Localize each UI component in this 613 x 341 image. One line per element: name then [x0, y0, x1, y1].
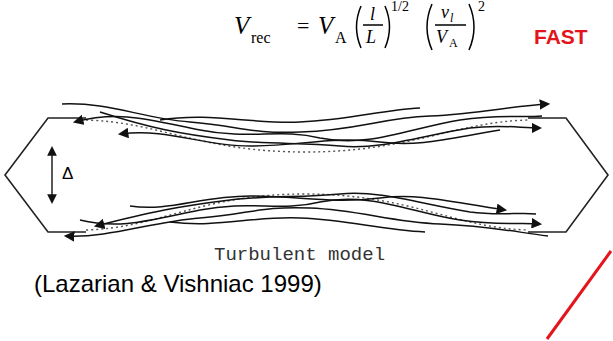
- formula-exponent: 1/2: [391, 0, 409, 14]
- field-lines-upper: [62, 104, 548, 147]
- thickness-label: Δ: [62, 165, 73, 182]
- formula-symbol: L: [366, 28, 376, 46]
- formula-symbol: V: [318, 13, 333, 38]
- formula-subscript: A: [335, 30, 347, 46]
- formula-marks: [357, 4, 475, 50]
- formula-subscript: l: [450, 12, 453, 24]
- model-name: Turbulent model: [214, 246, 385, 265]
- formula-subscript: rec: [251, 30, 271, 46]
- formula-operator: =: [297, 15, 309, 37]
- formula-symbol: l: [370, 5, 375, 23]
- red-slash: [547, 251, 611, 339]
- speed-label: FAST: [534, 26, 588, 47]
- formula-symbol: V: [234, 13, 249, 38]
- field-lines-lower: [66, 193, 548, 236]
- thickness-arrow: [51, 148, 52, 202]
- formula-symbol: v: [441, 3, 449, 21]
- formula-subscript: A: [449, 37, 458, 49]
- formula-symbol: V: [436, 28, 447, 46]
- sheet-boundary: [86, 120, 528, 230]
- formula-exponent: 2: [478, 0, 485, 14]
- citation: (Lazarian & Vishniac 1999): [34, 272, 322, 296]
